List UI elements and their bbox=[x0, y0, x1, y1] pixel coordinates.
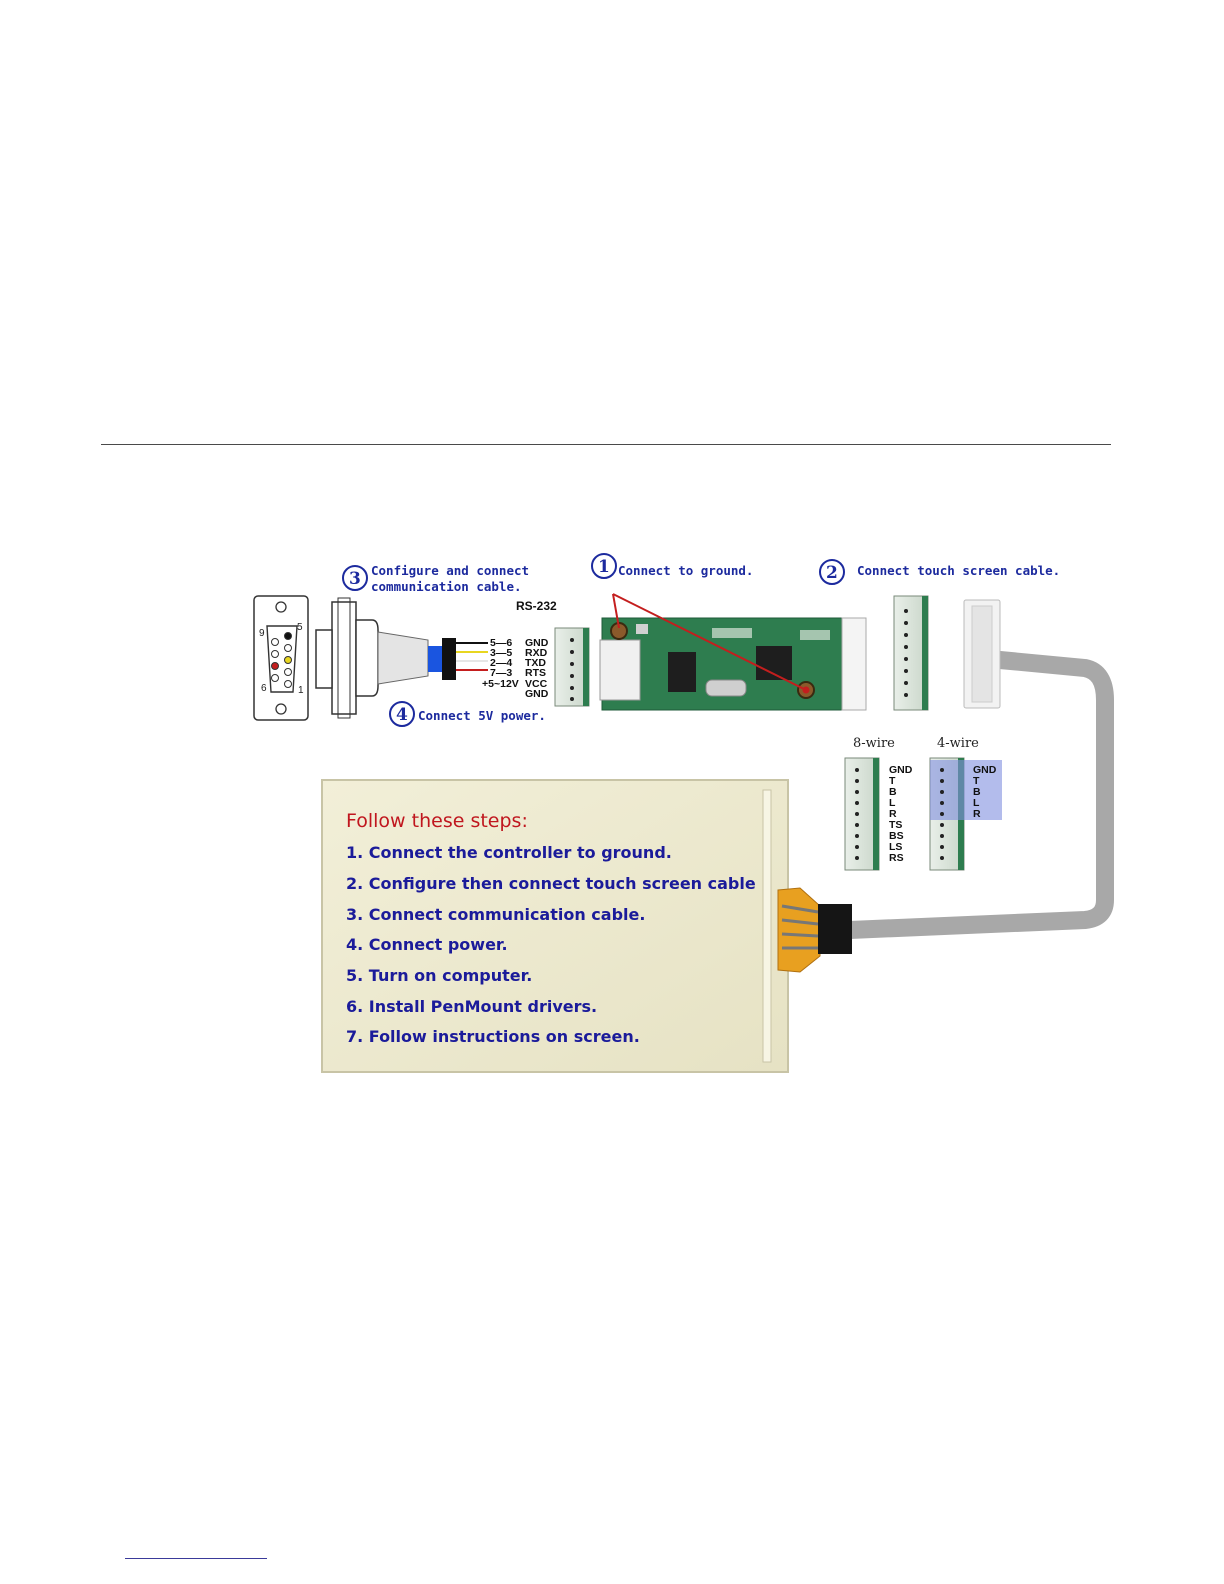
step-item: 7. Follow instructions on screen. bbox=[346, 1027, 640, 1046]
callout-text-line2: communication cable. bbox=[371, 579, 522, 594]
callout-4: 4 Connect 5V power. bbox=[390, 702, 546, 726]
step-item: 4. Connect power. bbox=[346, 935, 508, 954]
8-wire-header bbox=[845, 758, 879, 870]
callout-text: Connect 5V power. bbox=[418, 708, 546, 723]
pin-label: R bbox=[973, 808, 981, 820]
db9-shell bbox=[316, 598, 456, 718]
callout-text: Connect touch screen cable. bbox=[857, 563, 1060, 578]
pin-label: RS bbox=[889, 852, 904, 864]
callout-number: 4 bbox=[396, 705, 408, 725]
step-item: 1. Connect the controller to ground. bbox=[346, 843, 672, 862]
8-wire-pin-labels: GND T B L R TS BS LS RS bbox=[889, 764, 913, 864]
touch-panel: Follow these steps: 1. Connect the contr… bbox=[322, 780, 788, 1072]
step-item: 2. Configure then connect touch screen c… bbox=[346, 874, 756, 893]
controller-board bbox=[600, 618, 866, 710]
serial-pin-labels: 5—6 GND 3—5 RXD 2—4 TXD 7—3 RTS +5~12V V… bbox=[482, 637, 549, 700]
callout-number: 2 bbox=[826, 563, 838, 583]
callout-1: 1 Connect to ground. bbox=[592, 554, 753, 578]
callout-text-line1: Configure and connect bbox=[371, 563, 529, 578]
step-item: 5. Turn on computer. bbox=[346, 966, 532, 985]
db9-pin-9-label: 9 bbox=[259, 628, 265, 639]
step-item: 3. Connect communication cable. bbox=[346, 905, 645, 924]
db9-pin-6-label: 6 bbox=[261, 683, 267, 694]
4-wire-label: 4-wire bbox=[937, 736, 979, 751]
callout-3: 3 Configure and connect communication ca… bbox=[343, 563, 529, 594]
callout-text: Connect to ground. bbox=[618, 563, 753, 578]
db9-pin-5-label: 5 bbox=[297, 622, 303, 633]
pin-signal: GND bbox=[525, 688, 549, 700]
flex-tail bbox=[778, 888, 852, 972]
serial-header bbox=[555, 628, 589, 706]
callout-2: 2 Connect touch screen cable. bbox=[820, 560, 1060, 584]
db9-pin-1-label: 1 bbox=[298, 685, 304, 696]
callout-number: 1 bbox=[598, 557, 610, 577]
serial-wires bbox=[456, 643, 488, 670]
step-item: 6. Install PenMount drivers. bbox=[346, 997, 597, 1016]
steps-title: Follow these steps: bbox=[346, 810, 528, 832]
rs232-label: RS-232 bbox=[516, 599, 557, 613]
touch-plug bbox=[964, 600, 1000, 708]
callout-number: 3 bbox=[349, 569, 361, 589]
8-wire-label: 8-wire bbox=[853, 736, 895, 751]
db9-connector: 9 5 6 1 bbox=[254, 596, 308, 720]
touch-header bbox=[894, 596, 928, 710]
pin-map: +5~12V bbox=[482, 678, 519, 690]
